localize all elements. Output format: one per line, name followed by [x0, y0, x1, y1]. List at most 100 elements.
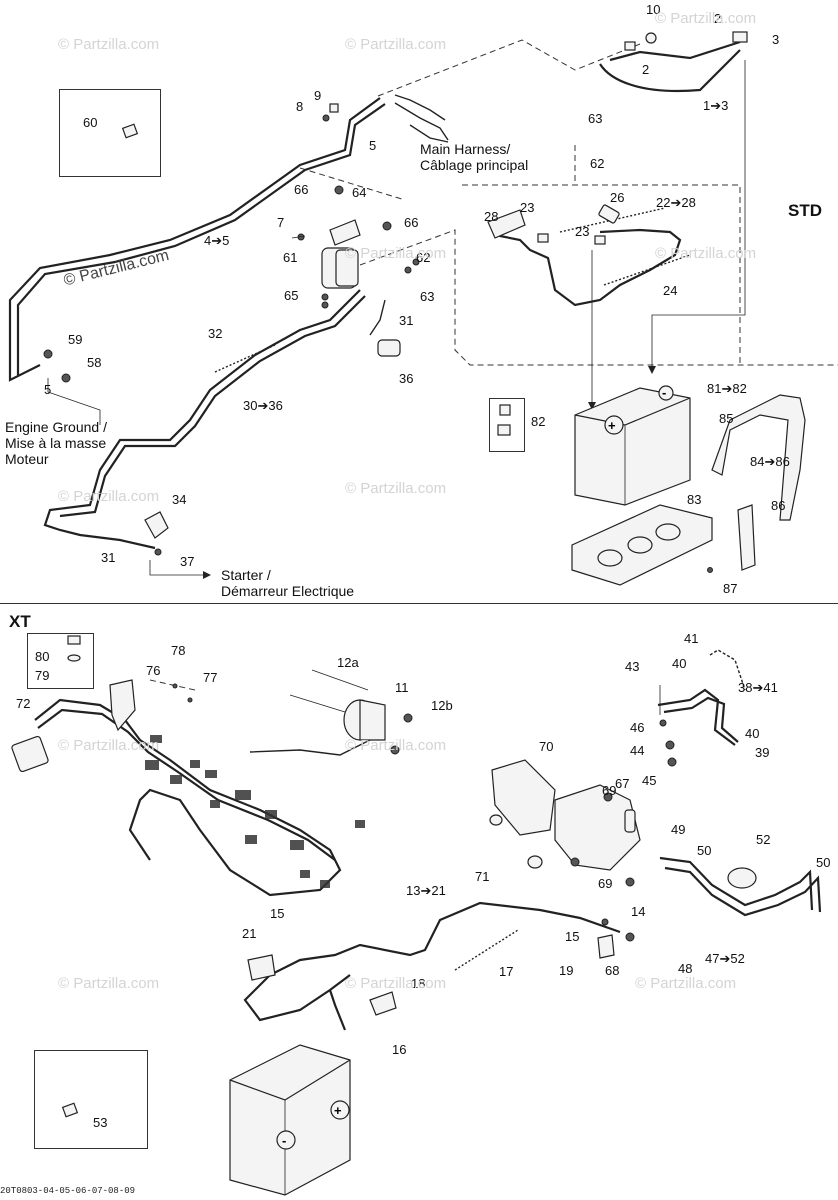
callout-47-52: 47➔52 — [705, 951, 745, 966]
watermark: © Partzilla.com — [345, 245, 447, 262]
callout-65: 65 — [284, 288, 299, 303]
callout-46: 46 — [630, 720, 645, 735]
callout-66: 66 — [404, 215, 419, 230]
note-engine-ground-line1: Engine Ground / — [5, 419, 107, 435]
callout-12a: 12a — [337, 655, 359, 670]
callout-80: 80 — [35, 649, 50, 664]
callout-60: 60 — [83, 115, 98, 130]
svg-text:-: - — [282, 1133, 286, 1148]
callout-62: 62 — [416, 250, 431, 265]
inset-box-53 — [34, 1050, 148, 1149]
callout-53: 53 — [93, 1115, 108, 1130]
callout-52: 52 — [756, 832, 771, 847]
callout-10: 10 — [646, 2, 661, 17]
callout-49: 49 — [671, 822, 686, 837]
callout-43: 43 — [625, 659, 640, 674]
callout-44: 44 — [630, 743, 645, 758]
note-main-harness: Main Harness/ Câblage principal — [420, 141, 528, 173]
watermark: © Partzilla.com — [655, 245, 757, 262]
callout-58: 58 — [87, 355, 102, 370]
callout-64: 64 — [352, 185, 367, 200]
note-starter-line1: Starter / — [221, 567, 271, 583]
callout-13-21: 13➔21 — [406, 883, 446, 898]
callout-15: 15 — [270, 906, 285, 921]
callout-19: 19 — [559, 963, 574, 978]
callout-48: 48 — [678, 961, 693, 976]
callout-84-86: 84➔86 — [750, 454, 790, 469]
diagram-reference-code: 20T0803-04-05-06-07-08-09 — [0, 1186, 136, 1196]
callout-32: 32 — [208, 326, 223, 341]
callout-62: 62 — [590, 156, 605, 171]
callout-22-28: 22➔28 — [656, 195, 696, 210]
callout-7: 7 — [277, 215, 285, 230]
callout-83: 83 — [687, 492, 702, 507]
callout-85: 85 — [719, 411, 734, 426]
note-starter-line2: Démarreur Electrique — [221, 583, 355, 599]
callout-5: 5 — [369, 138, 377, 153]
watermark: © Partzilla.com — [345, 737, 447, 754]
callout-15: 15 — [565, 929, 580, 944]
section-divider — [0, 603, 838, 604]
callout-30-36: 30➔36 — [243, 398, 283, 413]
note-engine-ground: Engine Ground / Mise à la masse Moteur — [5, 419, 107, 467]
svg-text:-: - — [662, 385, 666, 400]
callout-50: 50 — [816, 855, 831, 870]
watermark: © Partzilla.com — [655, 10, 757, 27]
watermark: © Partzilla.com — [58, 737, 160, 754]
section-std-title: STD — [788, 201, 822, 220]
callout-68: 68 — [605, 963, 620, 978]
callout-69: 69 — [598, 876, 613, 891]
watermark: © Partzilla.com — [345, 480, 447, 497]
callout-40: 40 — [672, 656, 687, 671]
callout-86: 86 — [771, 498, 786, 513]
callout-59: 59 — [68, 332, 83, 347]
callout-1-3: 1➔3 — [703, 98, 729, 113]
callout-11: 11 — [395, 680, 409, 695]
note-main-harness-line2: Câblage principal — [420, 157, 529, 173]
callout-45: 45 — [642, 773, 657, 788]
callout-66: 66 — [294, 182, 309, 197]
inset-box-60 — [59, 89, 161, 177]
callout-63: 63 — [588, 111, 603, 126]
callout-69: 69 — [602, 783, 617, 798]
callout-38-41: 38➔41 — [738, 680, 778, 695]
callout-2: 2 — [642, 62, 650, 77]
callout-39: 39 — [755, 745, 770, 760]
svg-text:+: + — [334, 1103, 342, 1118]
callout-26: 26 — [610, 190, 625, 205]
callout-79: 79 — [35, 668, 50, 683]
callout-71: 71 — [475, 869, 490, 884]
callout-37: 37 — [180, 554, 195, 569]
callout-8: 8 — [296, 99, 304, 114]
svg-text:+: + — [608, 418, 616, 433]
callout-40: 40 — [745, 726, 760, 741]
section-xt-title: XT — [9, 612, 31, 631]
callout-18: 18 — [411, 976, 426, 991]
callout-77: 77 — [203, 670, 218, 685]
callout-12b: 12b — [431, 698, 453, 713]
callout-50: 50 — [697, 843, 712, 858]
callout-72: 72 — [16, 696, 31, 711]
callout-24: 24 — [663, 283, 678, 298]
callout-41: 41 — [684, 631, 699, 646]
callout-14: 14 — [631, 904, 646, 919]
callout-81-82: 81➔82 — [707, 381, 747, 396]
callout-23: 23 — [520, 200, 535, 215]
callout-87: 87 — [723, 581, 738, 596]
callout-17: 17 — [499, 964, 514, 979]
callout-61: 61 — [283, 250, 298, 265]
callout-3: 3 — [772, 32, 780, 47]
callout-9: 9 — [314, 88, 322, 103]
watermark: © Partzilla.com — [635, 975, 737, 992]
callout-34: 34 — [172, 492, 187, 507]
callout-21: 21 — [242, 926, 257, 941]
callout-31: 31 — [399, 313, 414, 328]
callout-67: 67 — [615, 776, 630, 791]
watermark: © Partzilla.com — [58, 36, 160, 53]
callout-23: 23 — [575, 224, 590, 239]
inset-box-80 — [27, 633, 94, 689]
callout-4-5: 4➔5 — [204, 233, 230, 248]
note-starter: Starter / Démarreur Electrique — [221, 567, 354, 599]
